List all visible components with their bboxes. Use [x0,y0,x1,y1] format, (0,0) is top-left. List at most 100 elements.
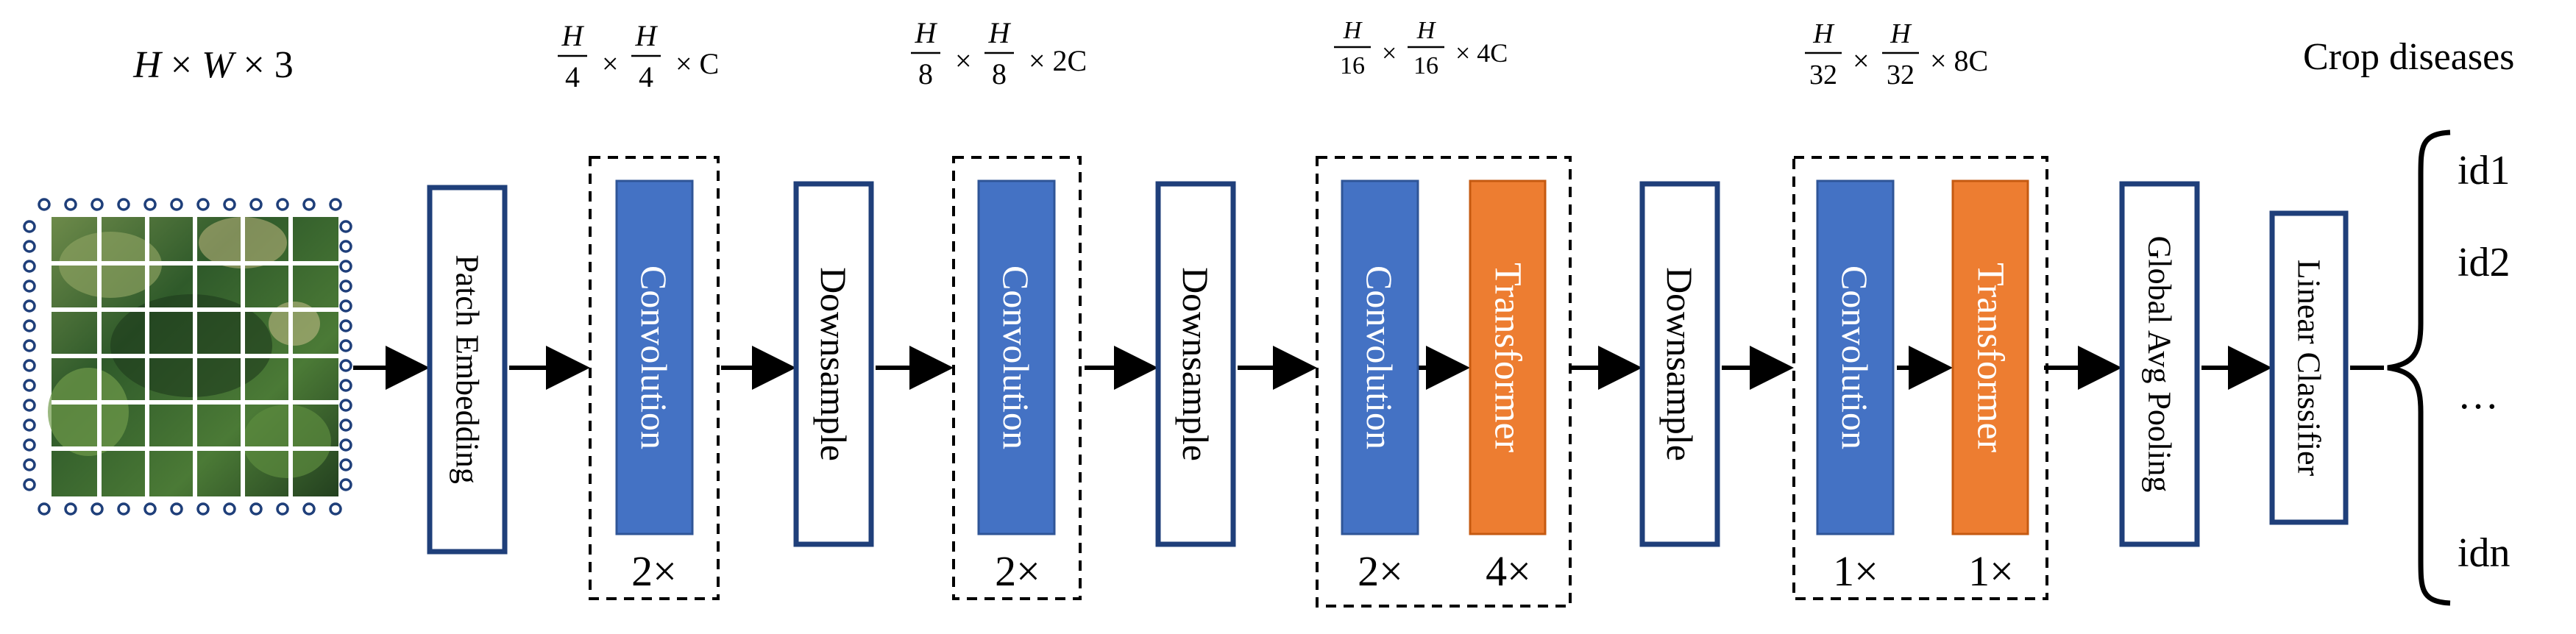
stage-3-trans-repeat: 4× [1486,547,1531,595]
convolution-label: Convolution [1834,266,1876,449]
patch-dot [91,502,104,516]
linear-classifier-label: Linear Classifier [2291,260,2327,477]
patch-dot-frame [23,198,352,516]
svg-text:× C: × C [675,47,719,80]
patch-dot [339,299,352,313]
patch-dot [38,198,51,211]
stage-label-4: H 32 × H 32 × 8C [1805,18,1988,90]
patch-dot [339,438,352,452]
patch-dot [339,359,352,372]
global-avg-pooling-block: Global Avg Pooling [2119,181,2200,547]
svg-text:H: H [561,19,585,52]
downsample-block-1: Downsample [793,181,874,547]
patch-dot [339,339,352,352]
input-dim-label: H × W × 3 [132,44,294,86]
patch-dot [23,359,36,372]
svg-text:×: × [955,44,972,77]
patch-dot [23,399,36,412]
patch-dot [339,319,352,332]
patch-dot [276,198,289,211]
patch-dot [276,502,289,516]
stage-3-convolution-block: Convolution [1341,179,1419,535]
downsample-label: Downsample [813,267,854,461]
patch-embedding-label: Patch Embedding [450,254,486,484]
leaf-spot [269,302,320,346]
patch-dot [23,438,36,452]
patch-dot [23,220,36,233]
patch-dot [23,279,36,293]
svg-text:×: × [1382,38,1397,68]
stage-1-dashed-box [589,156,720,600]
patch-dot [339,279,352,293]
svg-text:H: H [1416,17,1437,44]
convolution-label: Convolution [996,266,1037,449]
patch-dot [64,198,77,211]
svg-text:H: H [1890,18,1912,49]
patch-dot [23,299,36,313]
patch-dot [339,220,352,233]
svg-text:H: H [988,16,1012,49]
stage-2-dashed-box [952,156,1082,600]
svg-text:× 4C: × 4C [1455,38,1508,68]
transformer-label: Transformer [1487,263,1529,452]
patch-dot [23,478,36,491]
patch-dot [91,198,104,211]
stage-4-transformer-block: Transformer [1951,179,2029,535]
convolution-label: Convolution [1359,266,1400,449]
stage-label-1: H 4 × H 4 × C [558,19,719,93]
stage-1-convolution-block: Convolution [615,179,694,535]
patch-dot [223,502,236,516]
patch-grid [52,217,338,496]
patch-dot [23,319,36,332]
stage-3-transformer-block: Transformer [1469,179,1547,535]
svg-text:×: × [602,47,619,80]
global-avg-pooling-label: Global Avg Pooling [2142,236,2178,493]
svg-text:× 8C: × 8C [1930,44,1988,77]
patch-dot [117,502,130,516]
patch-dot [339,379,352,392]
patch-dot [23,240,36,253]
transformer-label: Transformer [1970,263,2012,452]
downsample-label: Downsample [1175,267,1216,461]
linear-classifier-block: Linear Classifier [2269,210,2349,525]
downsample-block-3: Downsample [1639,181,1720,547]
patch-dot [170,502,183,516]
patch-dot [302,502,316,516]
patch-dot [38,502,51,516]
stage-3-dashed-box [1316,156,1572,608]
stage-label-2: H 8 × H 8 × 2C [911,16,1087,90]
svg-text:H: H [1343,17,1363,44]
convolution-label: Convolution [634,266,675,449]
patch-dot [64,502,77,516]
patch-dot [143,198,157,211]
svg-text:8: 8 [992,57,1007,90]
patch-dot [339,240,352,253]
stage-4-conv-repeat: 1× [1833,547,1878,595]
patch-dot [23,418,36,432]
svg-text:32: 32 [1887,60,1915,90]
stage-3-conv-repeat: 2× [1358,547,1403,595]
svg-text:× 2C: × 2C [1029,44,1087,77]
svg-text:8: 8 [918,57,933,90]
output-id-2: id2 [2458,240,2511,285]
output-id-ellipsis: … [2458,372,2499,418]
svg-text:4: 4 [565,60,580,93]
output-title: Crop diseases [2303,36,2514,78]
output-id-n: idn [2458,530,2511,576]
patch-dot [23,339,36,352]
downsample-block-2: Downsample [1155,181,1236,547]
leaf-shadow [110,294,272,397]
patch-dot [329,198,342,211]
svg-text:×: × [1853,44,1870,77]
output-brace [2387,129,2451,606]
patch-dot [302,198,316,211]
patch-dot [196,198,210,211]
patch-dot [339,260,352,273]
patch-dot [249,198,263,211]
patch-dot [329,502,342,516]
stage-2-convolution-block: Convolution [977,179,1056,535]
patch-dot [117,198,130,211]
patch-dot [339,478,352,491]
